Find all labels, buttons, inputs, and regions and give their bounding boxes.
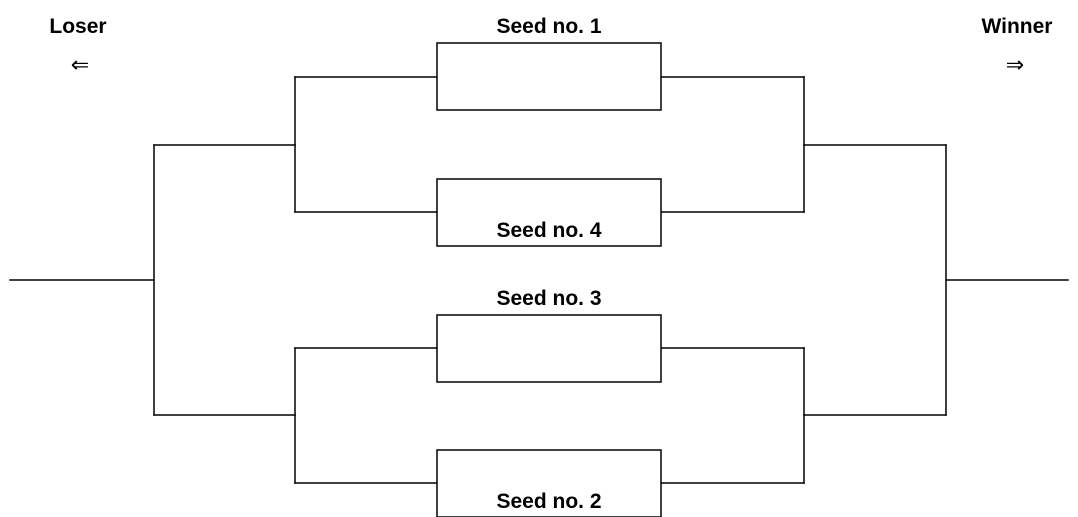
winner-bracket — [660, 76, 1069, 484]
winner-label: Winner — [982, 15, 1053, 38]
loser-label: Loser — [49, 15, 106, 38]
seed-label-4: Seed no. 4 — [496, 219, 601, 242]
seed-label-1: Seed no. 1 — [496, 15, 601, 38]
left-arrow-icon: ⇐ — [71, 53, 89, 78]
seed-box-2 — [436, 449, 662, 517]
loser-bracket — [9, 76, 438, 484]
seed-box-3 — [436, 314, 662, 383]
seed-boxes — [436, 42, 662, 517]
seed-box-4 — [436, 178, 662, 247]
seed-label-2: Seed no. 2 — [496, 490, 601, 513]
direction-labels: Loser ⇐ Winner ⇒ — [49, 15, 1052, 78]
right-arrow-icon: ⇒ — [1006, 53, 1024, 78]
seed-label-3: Seed no. 3 — [496, 287, 601, 310]
seed-box-1 — [436, 42, 662, 111]
seed-labels: Seed no. 1 Seed no. 4 Seed no. 3 Seed no… — [496, 15, 601, 513]
